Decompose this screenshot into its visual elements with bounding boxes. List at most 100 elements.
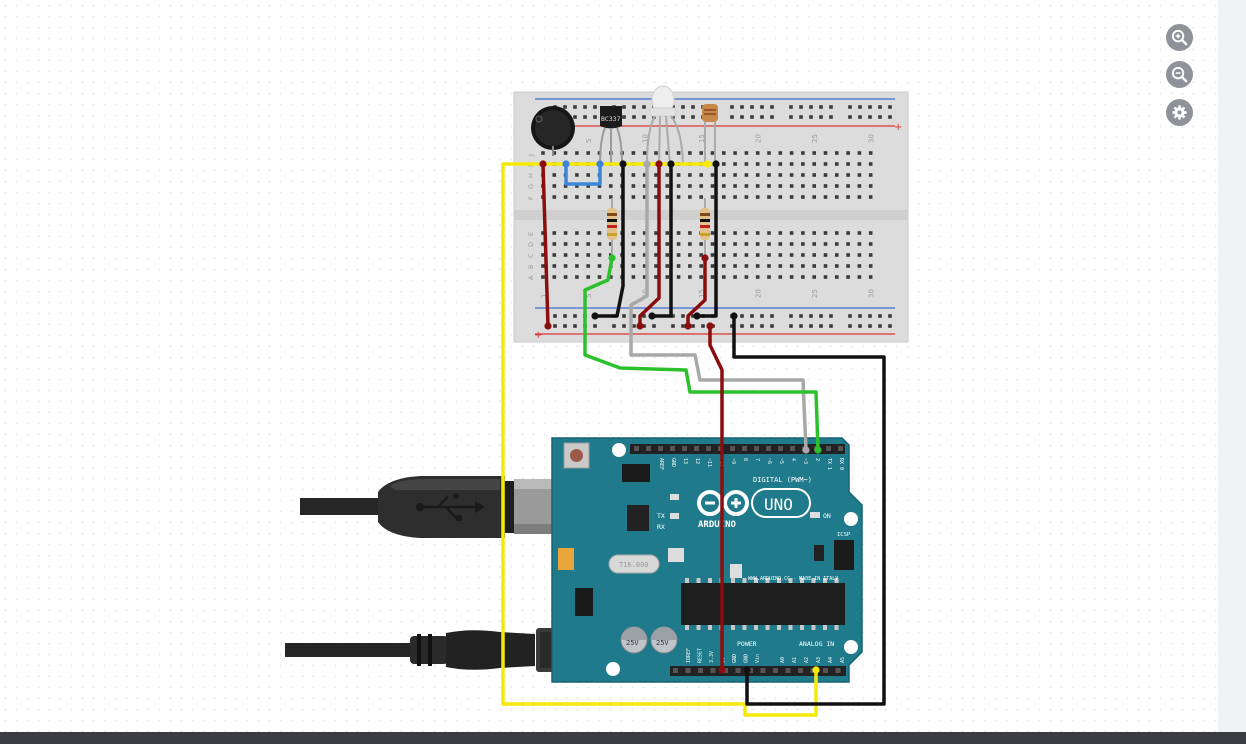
column-number: 20 <box>755 289 763 298</box>
row-letter: J <box>527 154 535 157</box>
digital-pin-label: GND <box>670 458 676 467</box>
wire-blue-jumper[interactable] <box>564 162 602 186</box>
fuse <box>558 548 574 570</box>
wire-red-buzzer[interactable] <box>541 162 550 328</box>
column-number: 30 <box>868 289 876 298</box>
power-analog-header <box>670 666 846 676</box>
atmega-chip <box>681 583 845 625</box>
digital-pin-label: 8 <box>742 458 748 461</box>
usb-chip <box>627 505 649 531</box>
breadboard-holes <box>541 105 892 328</box>
resistor[interactable] <box>700 198 710 258</box>
wire-endpoints <box>539 160 822 674</box>
usb-cable[interactable] <box>300 476 590 538</box>
wire-black-led[interactable] <box>650 162 673 318</box>
digital-pin-label: TX 1 <box>826 458 832 470</box>
digital-label: DIGITAL (PWM~) <box>753 476 812 484</box>
row-letter: E <box>527 232 535 236</box>
arduino-uno-board[interactable]: T16.000 25V 25V <box>551 437 863 683</box>
column-number: 10 <box>642 134 650 143</box>
digital-pin-label: ~3 <box>802 458 808 464</box>
power-pin-label: 3.3V <box>709 651 715 663</box>
photoresistor[interactable] <box>702 104 718 165</box>
wire-red-5v[interactable] <box>708 324 724 672</box>
wire-red-ldr[interactable] <box>686 256 707 328</box>
column-number: 1 <box>540 294 548 298</box>
svg-text:25V: 25V <box>656 639 669 647</box>
column-number: 5 <box>585 139 593 143</box>
settings-button[interactable] <box>1166 99 1193 126</box>
wire-black-transistor[interactable] <box>593 162 625 318</box>
wire-yellow[interactable] <box>501 162 818 717</box>
analog-pin-label: A1 <box>792 657 798 663</box>
digital-pin-label: 13 <box>682 458 688 464</box>
row-letter: D <box>527 242 535 247</box>
icsp-header-usb <box>622 464 650 482</box>
row-letter: F <box>527 196 535 200</box>
digital-pin-label: ~9 <box>730 458 736 464</box>
column-number: 15 <box>698 289 706 298</box>
analog-pin-label: A0 <box>780 657 786 663</box>
digital-pin-label: 2 <box>814 458 820 461</box>
voltage-regulator <box>575 588 593 616</box>
power-pin-label: Vin <box>755 654 761 663</box>
digital-pin-label: AREF <box>658 458 664 470</box>
crystal <box>608 554 660 574</box>
analog-pin-label: A5 <box>840 657 846 663</box>
side-panel-edge <box>1218 0 1246 732</box>
reset-button-cap[interactable] <box>570 449 583 462</box>
transistor-label: BC337 <box>601 115 621 123</box>
usb-symbol-icon <box>416 493 485 521</box>
svg-text:TX: TX <box>657 512 665 520</box>
resistor[interactable] <box>607 198 617 258</box>
column-number: 25 <box>811 289 819 298</box>
rgb-led[interactable] <box>646 85 684 166</box>
breadboard[interactable]: + + 151015202530151015202530JIHGFEDCBA <box>513 91 909 343</box>
website-label: WWW.ARDUINO.CC - MADE IN ITALY <box>748 576 838 582</box>
svg-text:POWER: POWER <box>737 640 757 648</box>
bottom-status-bar <box>0 732 1246 744</box>
zoom-out-button[interactable] <box>1166 61 1193 88</box>
zoom-in-button[interactable] <box>1166 24 1193 51</box>
svg-text:T16.000: T16.000 <box>619 561 649 569</box>
svg-text:+: + <box>894 122 902 133</box>
row-letter: B <box>527 265 535 269</box>
row-letter: H <box>527 173 535 178</box>
piezo-buzzer[interactable] <box>531 106 575 156</box>
zoom-out-icon <box>1171 66 1188 83</box>
power-pin-label: GND <box>732 654 738 663</box>
svg-text:ANALOG IN: ANALOG IN <box>799 640 834 648</box>
column-number: 30 <box>868 134 876 143</box>
capacitor: 25V <box>620 626 648 654</box>
digital-pin-label: ~5 <box>778 458 784 464</box>
wire-red-led[interactable] <box>638 162 661 328</box>
wire-gray[interactable] <box>629 162 808 452</box>
mounting-hole <box>606 662 620 676</box>
wire-black-gnd[interactable] <box>732 314 886 706</box>
column-number: 5 <box>585 294 593 298</box>
analog-pin-label: A2 <box>804 657 810 663</box>
column-number: 20 <box>755 134 763 143</box>
capacitor: 25V <box>650 626 678 654</box>
row-letter: G <box>527 184 535 189</box>
column-number: 25 <box>811 134 819 143</box>
wire-green[interactable] <box>583 256 820 452</box>
zoom-in-icon <box>1171 29 1188 46</box>
power-pin-label: RESET <box>698 648 704 663</box>
icsp-header <box>834 540 854 570</box>
power-pin-label: GND <box>744 654 750 663</box>
analog-pin-label: A3 <box>816 657 822 663</box>
svg-text:25V: 25V <box>626 639 639 647</box>
wire-black-ldr[interactable] <box>695 162 718 318</box>
digital-pin-label: ~6 <box>766 458 772 464</box>
digital-pin-label: 12 <box>694 458 700 464</box>
board-model: UNO <box>764 495 793 514</box>
mounting-hole <box>612 443 626 457</box>
svg-text:ICSP: ICSP <box>837 532 851 538</box>
mounting-hole <box>844 640 858 654</box>
power-pin-label: IOREF <box>686 648 692 663</box>
digital-pin-label: 7 <box>754 458 760 461</box>
board-logo-text: ARDUINO <box>698 520 737 530</box>
svg-text:ON: ON <box>823 512 831 520</box>
svg-text:RX: RX <box>657 523 665 531</box>
